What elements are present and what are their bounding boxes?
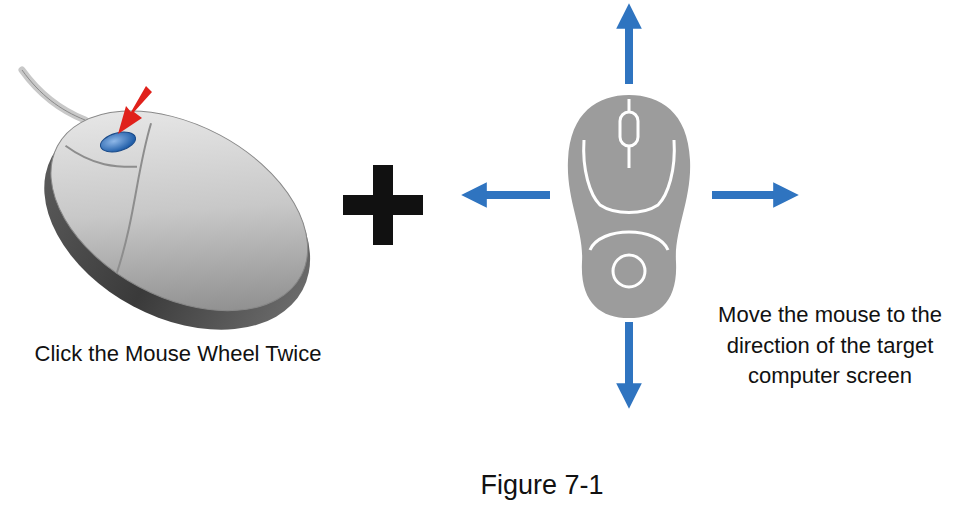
scroll-wheel bbox=[620, 112, 638, 146]
instruction-label: Click the Mouse Wheel Twice bbox=[3, 339, 353, 370]
instruction-label: Move the mouse to the direction of the t… bbox=[696, 300, 964, 392]
mouse-outline bbox=[568, 95, 690, 318]
button-edge bbox=[584, 140, 675, 213]
direction-arrow bbox=[625, 16, 633, 84]
figure-caption: Figure 7-1 bbox=[412, 467, 672, 505]
mouse-wheel bbox=[98, 129, 137, 156]
mouse-sensor bbox=[613, 255, 645, 287]
direction-arrow bbox=[474, 191, 550, 199]
pointer-arrow bbox=[118, 86, 152, 134]
button-split bbox=[628, 99, 631, 112]
plus-sign bbox=[373, 165, 393, 245]
mouse-top-view bbox=[568, 95, 690, 318]
button-split bbox=[82, 123, 187, 272]
button-split bbox=[628, 146, 631, 168]
mouse-cord bbox=[22, 70, 85, 120]
mouse-top bbox=[17, 70, 341, 351]
mouse-cord-edge bbox=[22, 70, 85, 120]
direction-arrow bbox=[712, 191, 786, 199]
palm-edge bbox=[590, 232, 668, 250]
mouse-body bbox=[8, 70, 349, 373]
direction-arrow bbox=[625, 322, 633, 396]
